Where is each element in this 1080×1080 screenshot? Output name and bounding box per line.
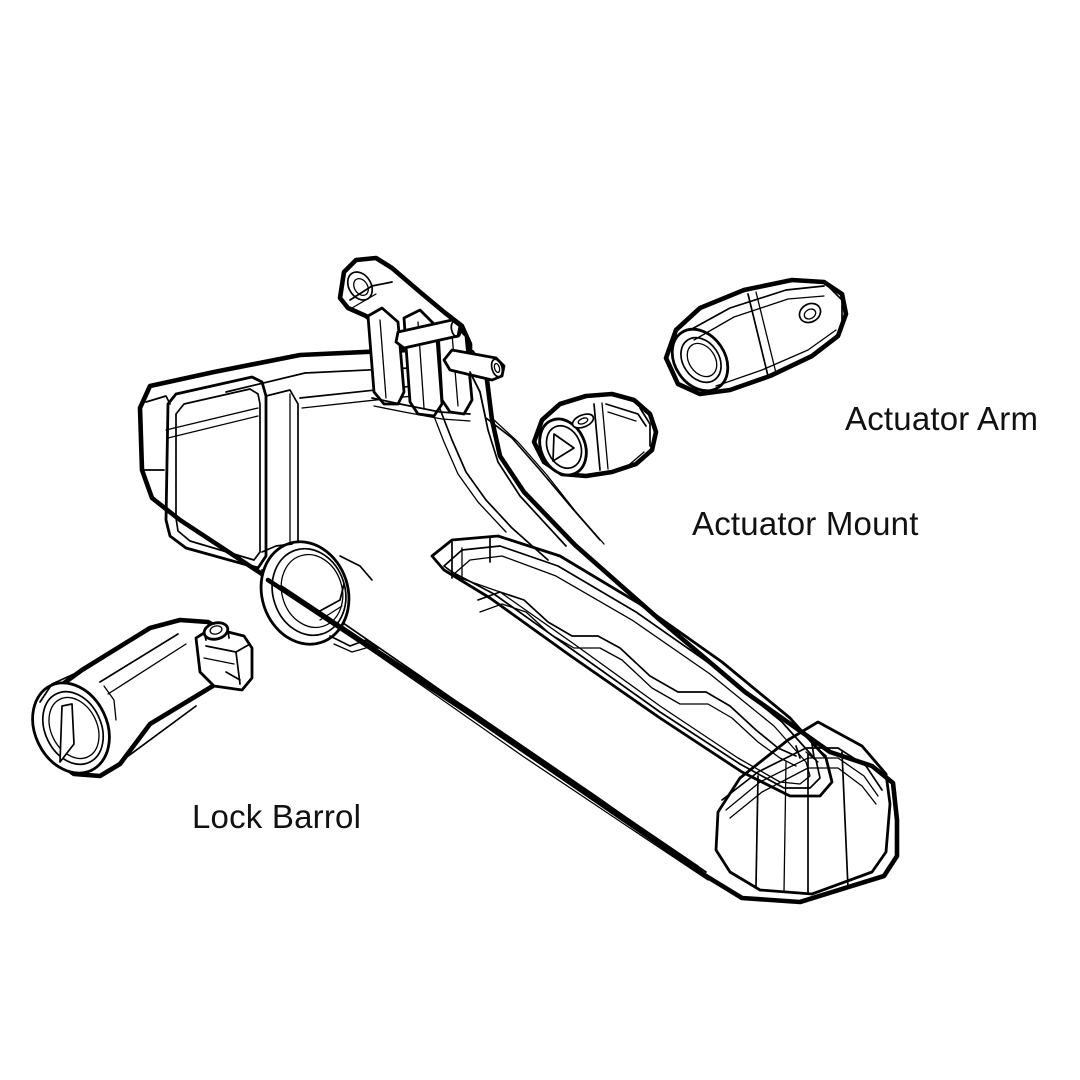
label-actuator-mount: Actuator Mount: [692, 505, 919, 542]
label-lock-barrol: Lock Barrol: [192, 798, 362, 835]
label-actuator-arm: Actuator Arm: [845, 400, 1039, 437]
right-end-cap: [714, 720, 892, 896]
part-handle-body: [137, 345, 900, 905]
cross-pin-upper: [394, 318, 462, 350]
rear-mount-tab: [194, 626, 254, 692]
part-actuator-mount: [531, 391, 659, 479]
tab-stud: [202, 621, 230, 641]
part-actuator-arm: [663, 277, 849, 397]
cross-pin-lower: [442, 348, 506, 382]
part-pivot-bracket: [337, 255, 506, 422]
grip-recess: [430, 534, 834, 798]
mount-detent: [571, 413, 595, 429]
arm-pin-hole: [798, 302, 822, 324]
part-lock-barrol: [31, 617, 254, 779]
